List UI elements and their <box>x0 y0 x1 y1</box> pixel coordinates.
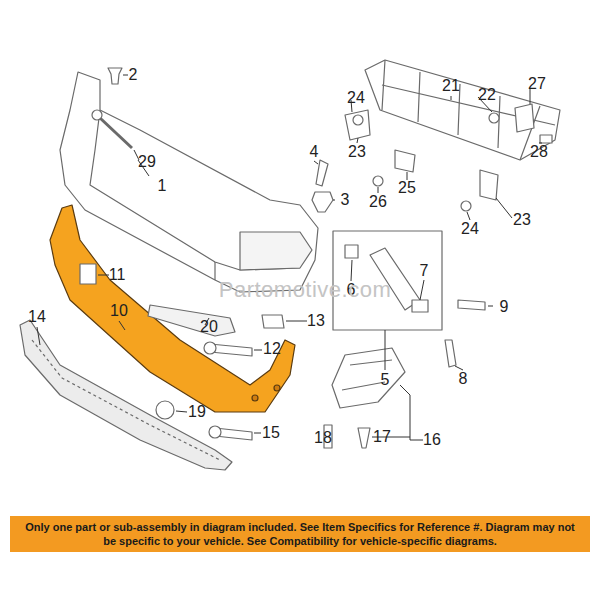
notice-band: Only one part or sub-assembly in diagram… <box>10 516 590 552</box>
callout-number: 13 <box>307 312 325 330</box>
callout-number: 2 <box>129 66 138 84</box>
watermark: Partomotive.com <box>219 281 392 299</box>
callout-number: 19 <box>188 403 206 421</box>
callout-number: 21 <box>442 77 460 95</box>
callout-number: 16 <box>423 431 441 449</box>
callout-number: 25 <box>398 179 416 197</box>
callout-number: 23 <box>513 211 531 229</box>
callout-number: 4 <box>310 143 319 161</box>
callout-number: 17 <box>373 428 391 446</box>
callout-number: 3 <box>341 191 350 209</box>
callout-number: 8 <box>459 370 468 388</box>
callout-number: 15 <box>262 424 280 442</box>
callout-number: 22 <box>478 86 496 104</box>
callout-number: 27 <box>528 75 546 93</box>
callout-number: 10 <box>110 302 128 320</box>
callout-number: 7 <box>420 262 429 280</box>
callout-number: 12 <box>263 340 281 358</box>
notice-text: Only one part or sub-assembly in diagram… <box>18 520 582 548</box>
callout-number: 5 <box>381 371 390 389</box>
callout-number: 24 <box>461 220 479 238</box>
callout-number: 14 <box>28 308 46 326</box>
callout-number: 26 <box>369 193 387 211</box>
callout-number: 23 <box>348 143 366 161</box>
callout-number: 1 <box>158 177 167 195</box>
callout-number: 18 <box>314 429 332 447</box>
callout-number: 29 <box>138 153 156 171</box>
callout-number: 20 <box>200 318 218 336</box>
callout-number: 9 <box>500 298 509 316</box>
callout-number: 28 <box>530 143 548 161</box>
callout-number: 24 <box>347 89 365 107</box>
callout-number: 11 <box>109 266 126 284</box>
